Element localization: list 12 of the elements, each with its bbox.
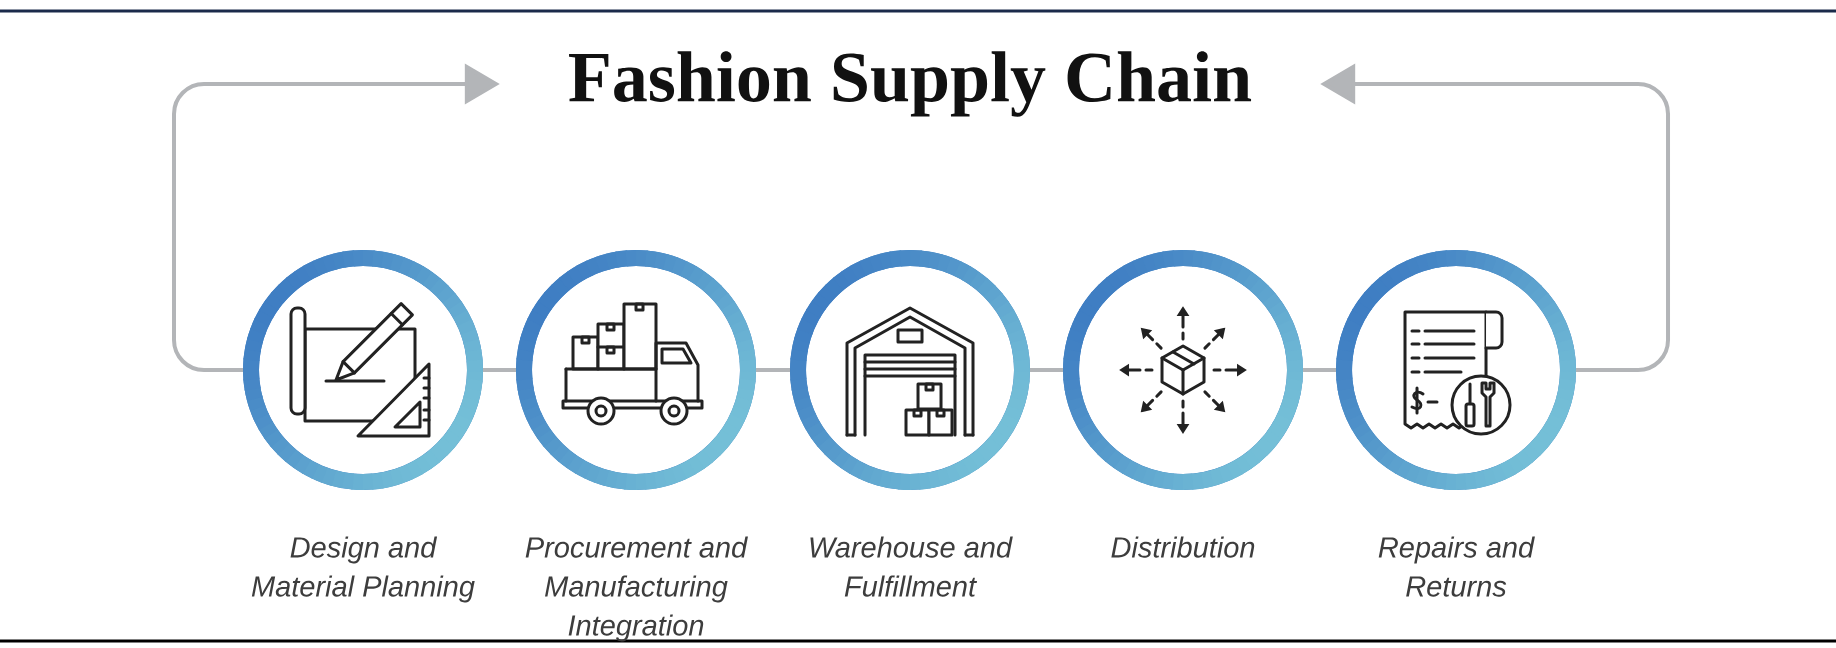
connector-line bbox=[1030, 368, 1063, 372]
step-caption: Design and Material Planning bbox=[251, 536, 475, 603]
connector-line bbox=[1303, 368, 1336, 372]
step-caption: Procurement and Manufacturing Integration bbox=[525, 536, 748, 642]
connector-line bbox=[756, 368, 790, 372]
connector-line bbox=[483, 368, 516, 372]
step-circle bbox=[790, 250, 1030, 490]
step-circle bbox=[1063, 250, 1303, 490]
step-caption: Warehouse and Fulfillment bbox=[810, 536, 1013, 597]
title-text: Fashion Supply Chain bbox=[569, 51, 1252, 117]
step-caption: Distribution bbox=[1111, 536, 1255, 558]
step-caption: Repairs and Returns bbox=[1378, 536, 1535, 597]
